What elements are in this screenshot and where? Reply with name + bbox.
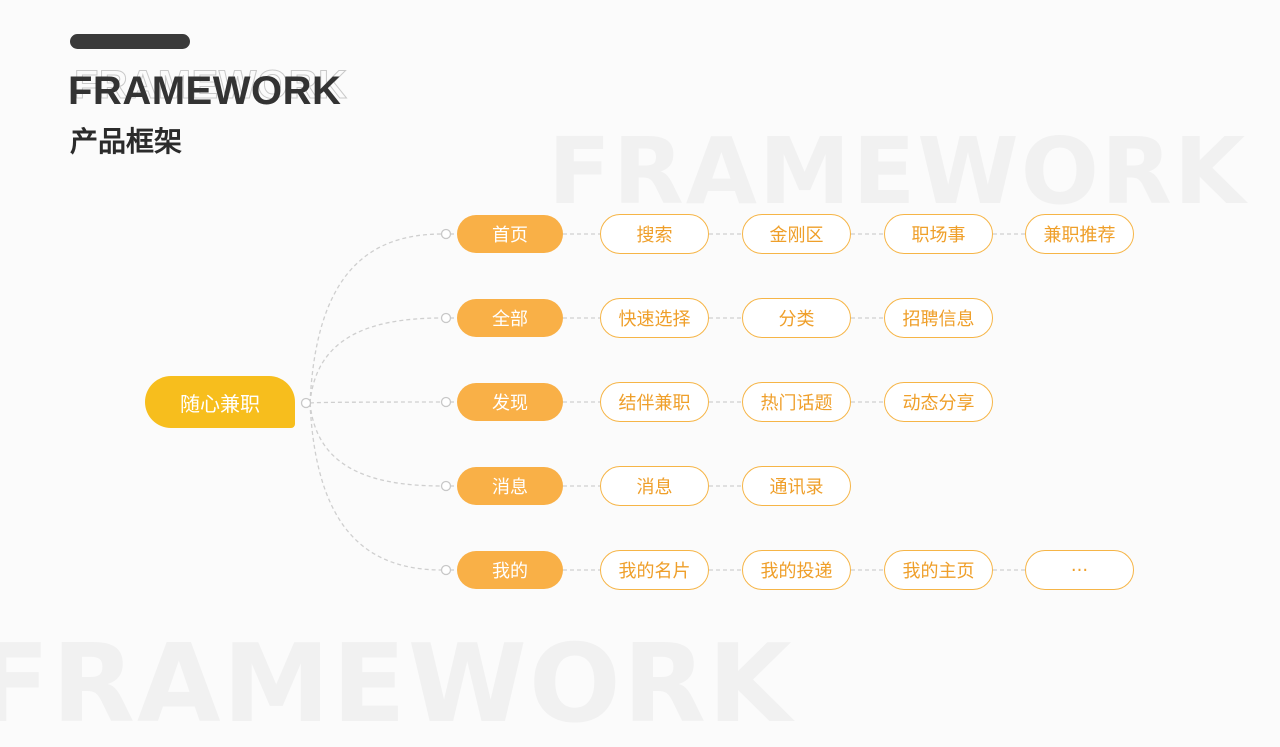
branch-node[interactable]: 首页	[457, 215, 563, 253]
page-title: FRAMEWORK	[68, 69, 342, 113]
leaf-node[interactable]: 快速选择	[600, 298, 709, 338]
leaf-node[interactable]: 动态分享	[884, 382, 993, 422]
background-watermark-right: FRAMEWORK	[548, 118, 1248, 225]
leaf-node[interactable]: 我的投递	[742, 550, 851, 590]
branch-node[interactable]: 发现	[457, 383, 563, 421]
leaf-node[interactable]: 兼职推荐	[1025, 214, 1134, 254]
root-connector-dot	[300, 397, 312, 409]
leaf-node[interactable]: 消息	[600, 466, 709, 506]
leaf-node[interactable]: 金刚区	[742, 214, 851, 254]
branch-connector-dot	[440, 480, 452, 492]
branch-node[interactable]: 消息	[457, 467, 563, 505]
leaf-node[interactable]: 我的主页	[884, 550, 993, 590]
leaf-node[interactable]: 分类	[742, 298, 851, 338]
mindmap-connectors	[300, 228, 1025, 576]
title-block: FRAMEWORK FRAMEWORK	[68, 63, 368, 116]
title-outline-shadow: FRAMEWORK	[73, 63, 348, 108]
branch-connector-line	[309, 317, 443, 404]
branch-connector-line	[309, 401, 443, 404]
leaf-node[interactable]: ···	[1025, 550, 1134, 590]
leaf-node[interactable]: 热门话题	[742, 382, 851, 422]
mindmap-root-node: 随心兼职	[145, 376, 295, 428]
branch-node[interactable]: 全部	[457, 299, 563, 337]
branch-connector-line	[309, 402, 443, 487]
leaf-node[interactable]: 结伴兼职	[600, 382, 709, 422]
branch-connector-dot	[440, 564, 452, 576]
title-accent-bar	[70, 34, 190, 49]
page-subtitle: 产品框架	[70, 125, 183, 158]
leaf-node[interactable]: 搜索	[600, 214, 709, 254]
branch-connector-dot	[440, 396, 452, 408]
leaf-node[interactable]: 职场事	[884, 214, 993, 254]
branch-connector-dot	[440, 228, 452, 240]
leaf-node[interactable]: 我的名片	[600, 550, 709, 590]
branch-connector-dot	[440, 312, 452, 324]
branch-node[interactable]: 我的	[457, 551, 563, 589]
leaf-node[interactable]: 招聘信息	[884, 298, 993, 338]
branch-connector-line	[309, 233, 443, 404]
leaf-node[interactable]: 通讯录	[742, 466, 851, 506]
branch-connector-line	[309, 402, 443, 571]
